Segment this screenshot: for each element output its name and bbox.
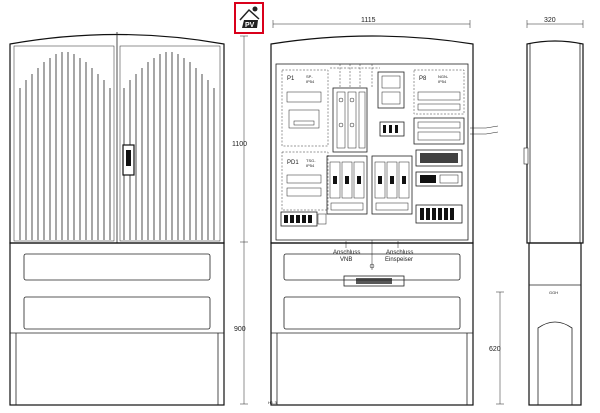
pv-badge-label: PV	[245, 22, 255, 29]
label-anschluss-vnb-2: VNB	[340, 257, 352, 263]
dim-side-depth: 320	[544, 17, 556, 24]
label-anschluss-einspeiser-1: Anschluss	[386, 250, 413, 256]
field-tsg-ip54-label: TSG-IP54	[306, 158, 316, 168]
side-annotations	[470, 125, 499, 135]
ventilation-slats-left	[19, 52, 111, 240]
field-p8: P8 NGN-IP54	[413, 69, 465, 115]
field-p1-label: P1	[287, 76, 295, 82]
dim-total-width: 1115	[361, 17, 376, 24]
dimension-vertical-left: 1100 900	[232, 35, 248, 405]
terminal-block-left	[280, 211, 327, 227]
dimension-side-lower: 620	[489, 291, 504, 405]
dimension-depth: 320	[526, 17, 584, 28]
fuse-column	[330, 64, 380, 153]
ventilation-slats-right	[123, 52, 215, 240]
front-view-closed	[9, 32, 225, 406]
dim-side-lower-height: 620	[489, 346, 501, 353]
svg-text:H1-3: H1-3	[268, 400, 277, 405]
field-pd1-label: PD1	[287, 160, 299, 166]
dim-upper-height: 1100	[232, 141, 247, 148]
dim-lower-height: 900	[234, 326, 246, 333]
dimension-horizontal-top: 1115	[272, 17, 471, 28]
field-ngn-ip54-label: NGN-IP54	[438, 74, 449, 84]
label-anschluss-vnb-1: Anschluss	[333, 250, 360, 256]
field-p8-label: P8	[419, 76, 427, 82]
pv-badge: PV	[234, 2, 264, 34]
right-modules	[415, 149, 463, 224]
meter-group	[377, 71, 405, 137]
field-pd1: PD1 TSG-IP54	[281, 151, 329, 211]
fuse-base-vnb	[326, 155, 368, 215]
side-label: GGH	[549, 290, 558, 295]
front-view-open: P1 SP-IP54 PD1 TSG-IP54	[268, 35, 474, 406]
side-view: GGH	[523, 40, 584, 406]
label-anschluss-einspeiser-2: Einspeiser	[385, 257, 413, 263]
field-p1: P1 SP-IP54	[281, 69, 329, 147]
field-sp-ip54-label: SP-IP54	[306, 74, 315, 84]
fuse-base-einspeiser	[371, 155, 413, 215]
